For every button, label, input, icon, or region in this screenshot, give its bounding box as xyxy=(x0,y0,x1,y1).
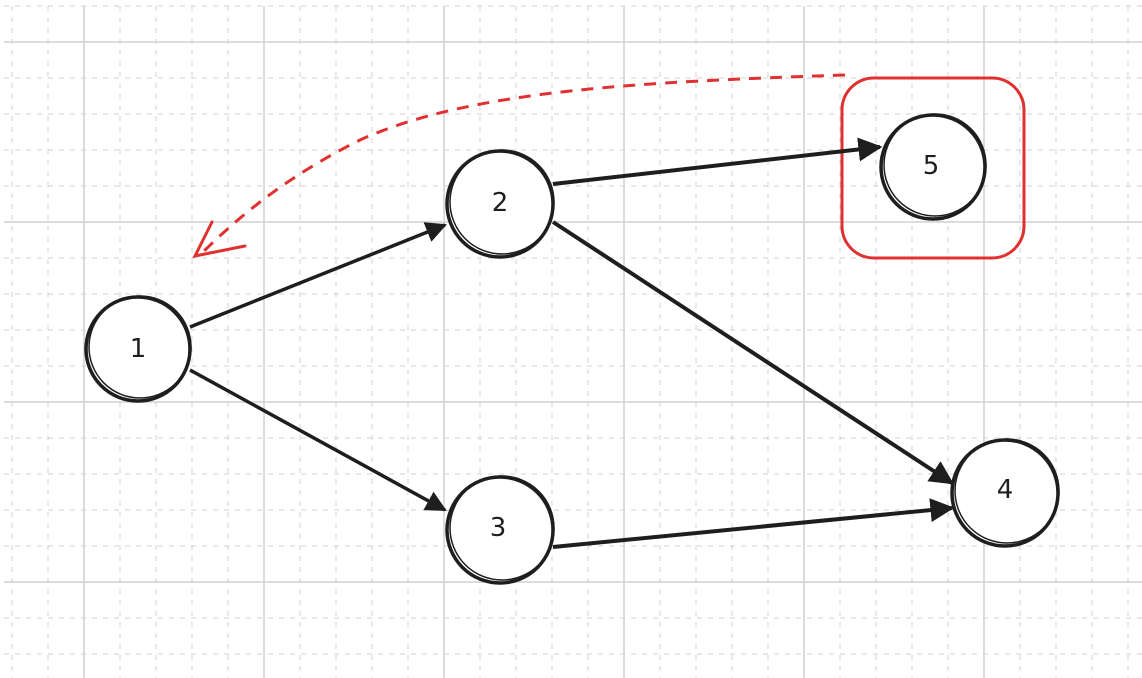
node-5[interactable]: 5 xyxy=(879,113,987,221)
node-label: 4 xyxy=(997,475,1014,505)
node-4[interactable]: 4 xyxy=(950,438,1060,548)
highlight-box-node-5[interactable] xyxy=(840,76,1026,260)
node-label: 2 xyxy=(492,188,509,218)
edge-3-4[interactable] xyxy=(552,498,955,549)
node-label: 5 xyxy=(923,151,940,181)
edge-1-3[interactable] xyxy=(189,368,447,512)
node-label: 1 xyxy=(130,334,147,364)
back-edge-5-to-1[interactable] xyxy=(198,73,846,257)
edge-2-5[interactable] xyxy=(552,137,883,186)
edge-2-4[interactable] xyxy=(551,220,955,485)
back-edge-arrowhead-icon xyxy=(192,220,247,259)
grid xyxy=(4,5,1142,678)
node-label: 3 xyxy=(490,513,507,543)
edge-1-2[interactable] xyxy=(189,222,447,329)
node-2[interactable]: 2 xyxy=(445,149,555,259)
node-3[interactable]: 3 xyxy=(445,475,555,585)
node-1[interactable]: 1 xyxy=(84,295,192,403)
